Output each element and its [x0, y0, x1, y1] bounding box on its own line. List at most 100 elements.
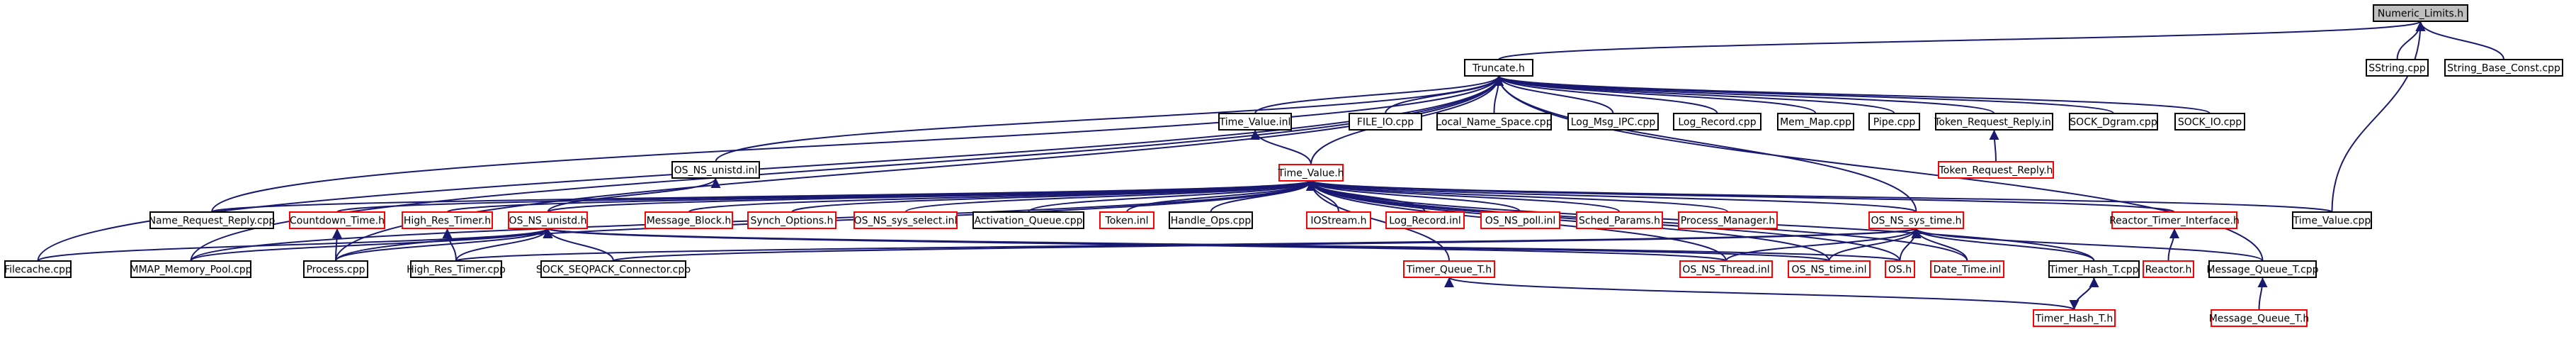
node-box	[1679, 260, 1773, 278]
node-label: Time_Value.h	[1277, 168, 1344, 179]
node-label: OS_NS_sys_time.h	[1871, 216, 1961, 227]
node-truncate[interactable]: Truncate.h	[1464, 59, 1533, 77]
node-reactor-h[interactable]: Reactor.h	[2143, 260, 2194, 278]
node-sock-seqpack[interactable]: SOCK_SEQPACK_Connector.cpp	[536, 260, 691, 278]
node-box	[1480, 211, 1560, 229]
node-handle-ops[interactable]: Handle_Ops.cpp	[1169, 211, 1253, 229]
node-label: Sched_Params.h	[1579, 216, 1660, 227]
edge-os_ns_sys_select-to-time_value_h	[904, 180, 1316, 213]
node-local-name-space[interactable]: Local_Name_Space.cpp	[1436, 113, 1553, 131]
node-timer-hash-t-cpp[interactable]: Timer_Hash_T.cpp	[2048, 260, 2140, 278]
node-box	[2366, 59, 2429, 77]
node-time-value-h[interactable]: Time_Value.h	[1277, 164, 1344, 182]
node-filecache[interactable]: Filecache.cpp	[4, 260, 72, 278]
node-timer-queue-t[interactable]: Timer_Queue_T.h	[1403, 260, 1495, 278]
edge-token_request_reply_h-to-token_request_reply_inl	[1989, 129, 1999, 162]
node-time-value-inl[interactable]: Time_Value.inl	[1218, 113, 1292, 131]
edge-message_queue_t_cpp-to-os_ns_sys_time	[1911, 228, 2264, 262]
node-os-ns-thread[interactable]: OS_NS_Thread.inl	[1679, 260, 1773, 278]
edge-truncate-to-numeric_limits	[1498, 21, 2425, 60]
node-sched-params[interactable]: Sched_Params.h	[1576, 211, 1663, 229]
node-message-queue-t-cpp[interactable]: Message_Queue_T.cpp	[2206, 260, 2319, 278]
edge-timer_hash_t_h-to-timer_queue_t	[1444, 277, 2075, 311]
node-label: Timer_Hash_T.h	[2035, 314, 2113, 325]
node-sock-dgram[interactable]: SOCK_Dgram.cpp	[2069, 113, 2158, 131]
node-time-value-cpp[interactable]: Time_Value.cpp	[2292, 211, 2372, 229]
node-label: OS_NS_poll.inl	[1485, 216, 1556, 227]
node-message-block[interactable]: Message_Block.h	[645, 211, 733, 229]
node-box	[508, 211, 588, 229]
node-token-request-reply-h[interactable]: Token_Request_Reply.h	[1938, 161, 2054, 179]
node-label: SOCK_SEQPACK_Connector.cpp	[536, 265, 691, 276]
node-label: Message_Block.h	[647, 216, 732, 227]
node-process-cpp[interactable]: Process.cpp	[303, 260, 368, 278]
node-process-manager[interactable]: Process_Manager.h	[1678, 211, 1778, 229]
edge-synch_options-to-time_value_h	[791, 180, 1316, 213]
node-label: High_Res_Timer.cpp	[407, 265, 506, 276]
node-label: Countdown_Time.h	[290, 216, 385, 227]
node-high-res-timer-cpp[interactable]: High_Res_Timer.cpp	[407, 260, 506, 278]
node-os-ns-sys-time[interactable]: OS_NS_sys_time.h	[1868, 211, 1964, 229]
edge-string_base_const-to-numeric_limits	[2415, 21, 2504, 60]
node-file-io[interactable]: FILE_IO.cpp	[1349, 113, 1422, 131]
edge-high_res_timer_cpp-to-os_ns_sys_time	[455, 228, 1921, 262]
node-activation-queue[interactable]: Activation_Queue.cpp	[972, 211, 1084, 229]
node-os-ns-time[interactable]: OS_NS_time.inl	[1788, 260, 1871, 278]
node-label: OS_NS_Thread.inl	[1682, 265, 1769, 276]
node-os-h[interactable]: OS.h	[1885, 260, 1915, 278]
node-sstring[interactable]: SString.cpp	[2366, 59, 2429, 77]
node-label: Date_Time.inl	[1934, 265, 2002, 276]
edge-process_manager-to-time_value_h	[1306, 180, 1729, 213]
node-label: OS_NS_sys_select.inl	[854, 216, 958, 227]
node-box	[1673, 113, 1761, 131]
node-log-record-inl[interactable]: Log_Record.inl	[1385, 211, 1465, 229]
node-box	[1349, 113, 1422, 131]
node-log-msg-ipc[interactable]: Log_Msg_IPC.cpp	[1567, 113, 1659, 131]
node-sock-io[interactable]: SOCK_IO.cpp	[2174, 113, 2245, 131]
node-box	[2174, 113, 2245, 131]
node-box	[1169, 211, 1253, 229]
node-label: Handle_Ops.cpp	[1171, 216, 1252, 227]
node-message-queue-t-h[interactable]: Message_Queue_T.h	[2209, 309, 2310, 327]
node-os-ns-unistd-h[interactable]: OS_NS_unistd.h	[508, 211, 588, 229]
node-box	[289, 211, 385, 229]
node-name-request-reply[interactable]: Name_Request_Reply.cpp	[149, 211, 276, 229]
node-reactor-timer-interface[interactable]: Reactor_Timer_Interface.h	[2109, 211, 2240, 229]
node-log-record-cpp[interactable]: Log_Record.cpp	[1673, 113, 1761, 131]
node-string-base-const[interactable]: String_Base_Const.cpp	[2444, 59, 2563, 77]
node-os-ns-unistd-inl[interactable]: OS_NS_unistd.inl	[671, 161, 760, 179]
node-pipe[interactable]: Pipe.cpp	[1868, 113, 1920, 131]
node-box	[1403, 260, 1495, 278]
node-mem-map[interactable]: Mem_Map.cpp	[1777, 113, 1854, 131]
edge-os_ns_unistd_inl-to-truncate	[715, 75, 1504, 162]
node-high-res-timer-h[interactable]: High_Res_Timer.h	[402, 211, 493, 229]
node-label: OS_NS_unistd.inl	[674, 165, 758, 177]
node-synch-options[interactable]: Synch_Options.h	[747, 211, 836, 229]
node-numeric-limits[interactable]: Numeric_Limits.h	[2373, 4, 2468, 22]
node-label: Time_Value.cpp	[2293, 216, 2371, 227]
node-label: OS_NS_time.inl	[1792, 265, 1867, 276]
node-box	[853, 211, 958, 229]
node-label: MMAP_Memory_Pool.cpp	[130, 265, 252, 276]
edge-token_request_reply_inl-to-truncate	[1494, 75, 1995, 114]
node-countdown-time[interactable]: Countdown_Time.h	[289, 211, 385, 229]
edge-os_ns_unistd_h-to-os_ns_unistd_inl	[547, 177, 721, 213]
node-box	[1788, 260, 1871, 278]
edge-mem_map-to-truncate	[1494, 75, 1817, 114]
node-box	[303, 260, 368, 278]
edge-time_value_h-to-time_value_inl	[1250, 129, 1312, 165]
node-mmap-memory-pool[interactable]: MMAP_Memory_Pool.cpp	[130, 260, 252, 278]
node-os-ns-sys-select[interactable]: OS_NS_sys_select.inl	[853, 211, 958, 229]
node-token-request-reply-inl[interactable]: Token_Request_Reply.inl	[1934, 113, 2054, 131]
node-label: Reactor_Timer_Interface.h	[2109, 216, 2240, 227]
node-label: Log_Record.inl	[1389, 216, 1460, 227]
edge-sock_io-to-truncate	[1494, 75, 2211, 114]
node-box	[1464, 59, 1533, 77]
node-timer-hash-t-h[interactable]: Timer_Hash_T.h	[2033, 309, 2116, 327]
node-os-ns-poll[interactable]: OS_NS_poll.inl	[1480, 211, 1560, 229]
node-date-time[interactable]: Date_Time.inl	[1930, 260, 2004, 278]
node-token-inl[interactable]: Token.inl	[1099, 211, 1154, 229]
node-iostream[interactable]: IOStream.h	[1306, 211, 1371, 229]
